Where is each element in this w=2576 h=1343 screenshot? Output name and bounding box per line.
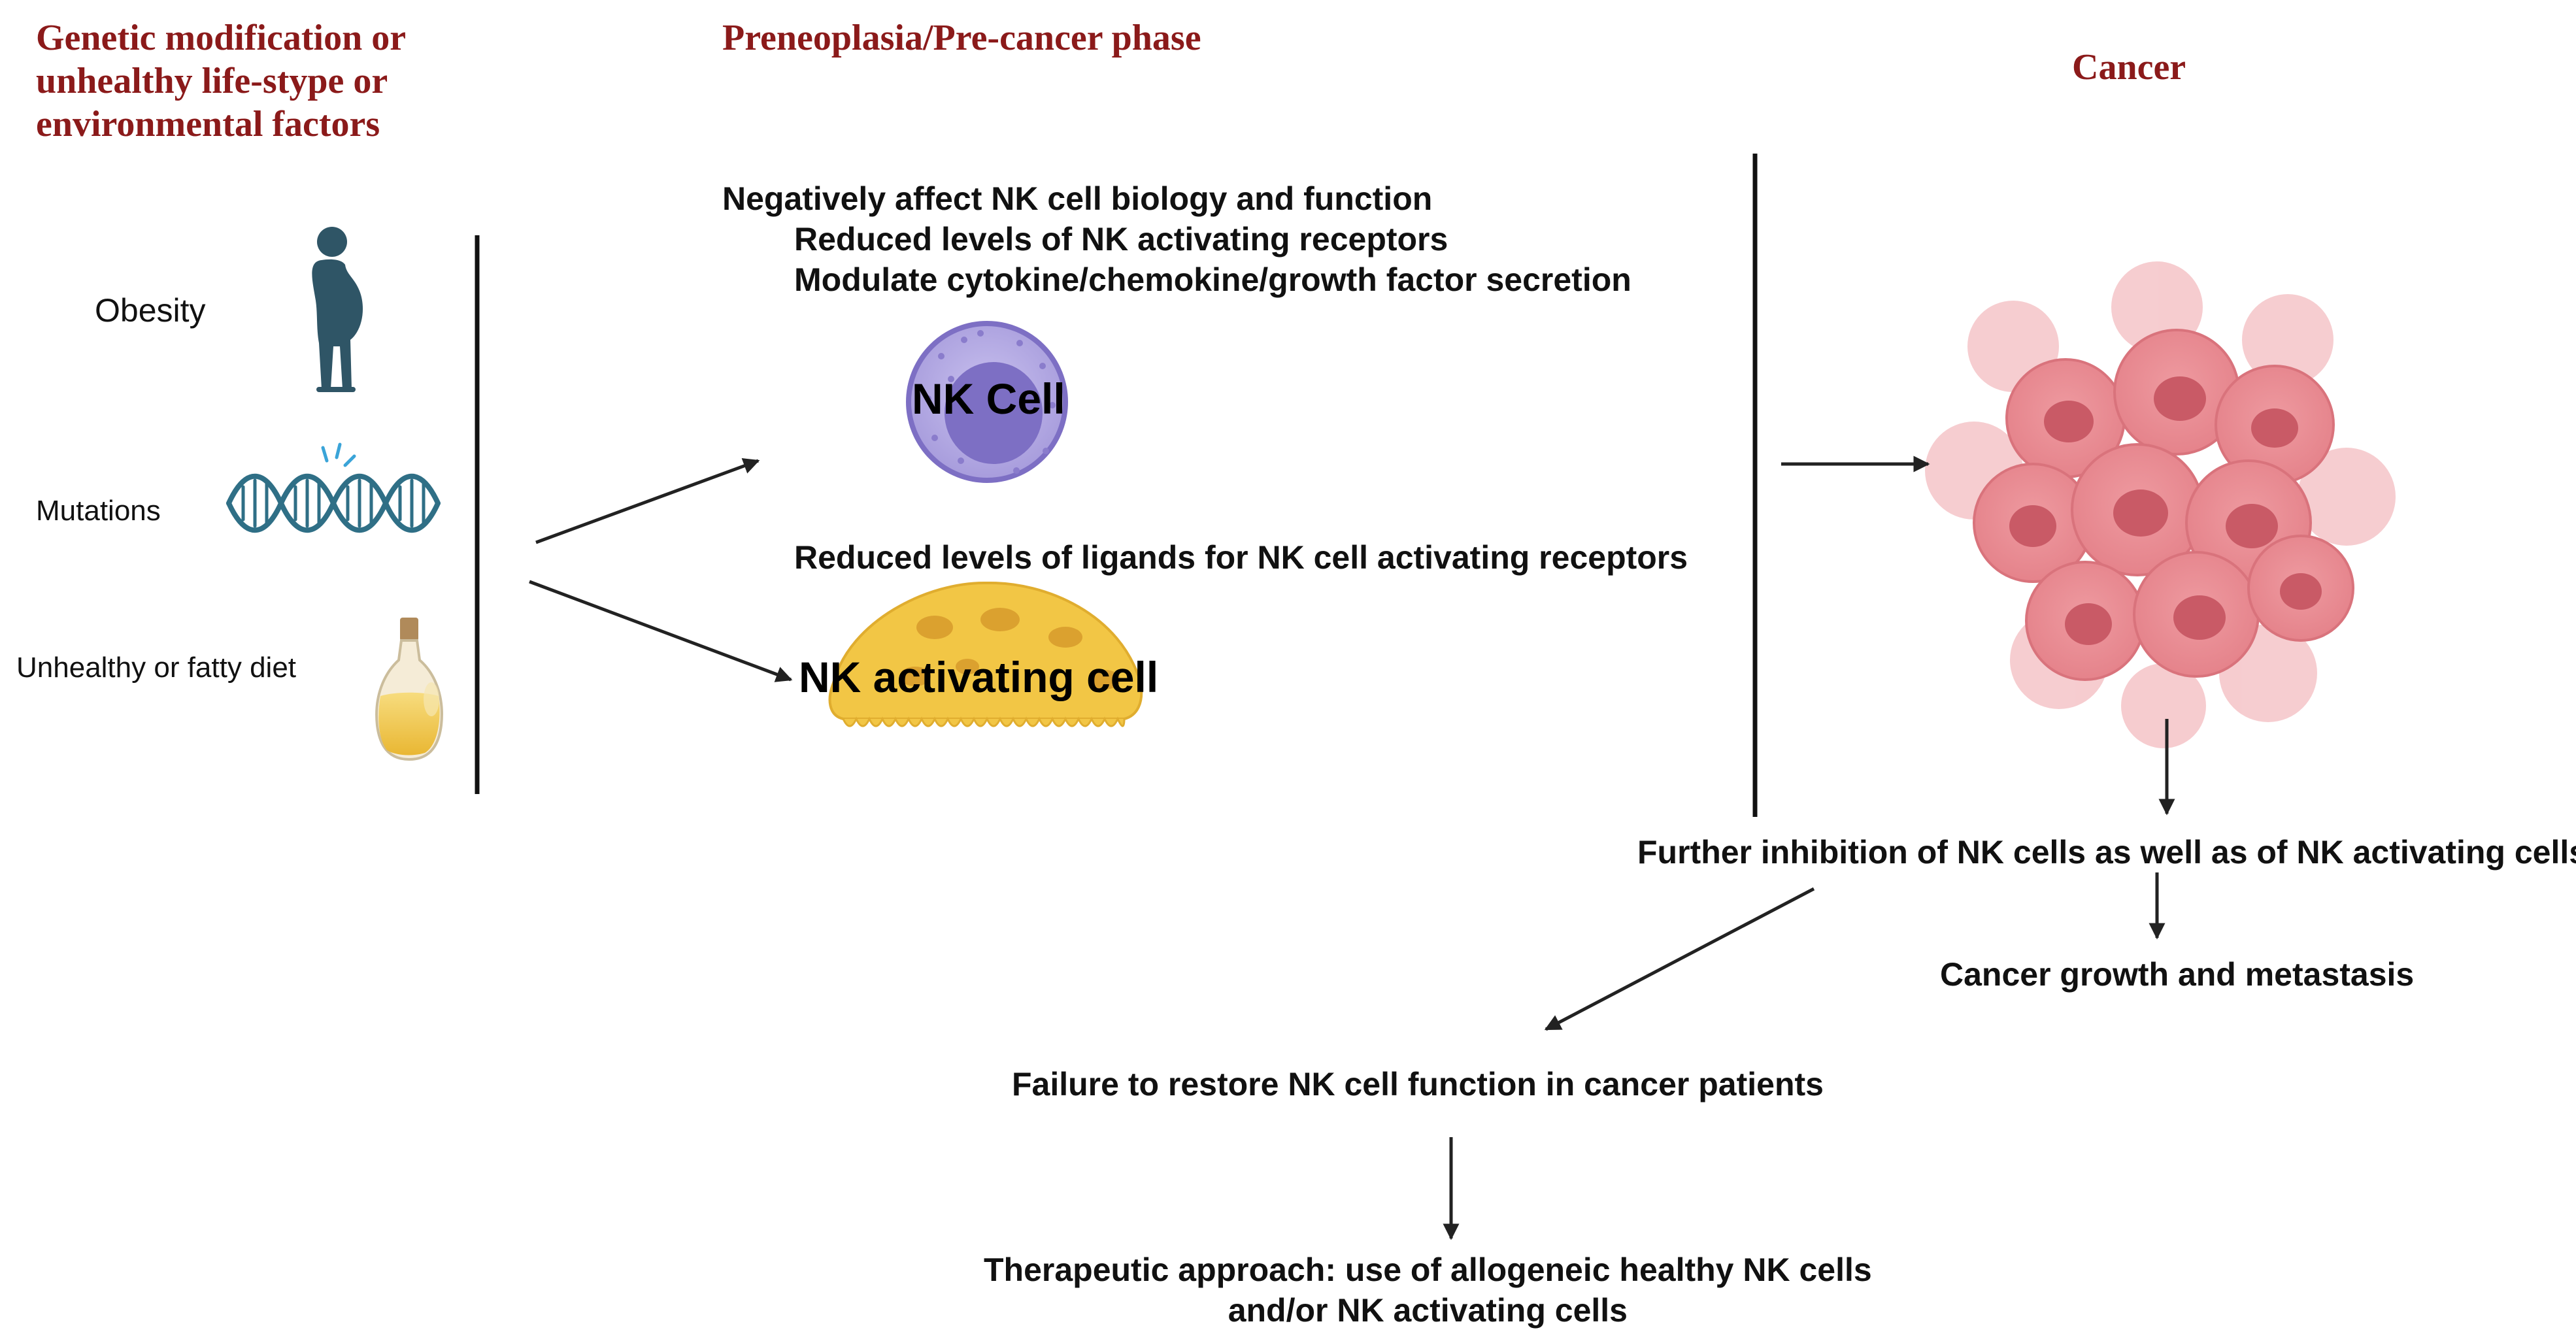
label-diet: Unhealthy or fatty diet [16,652,297,684]
obese-person-icon [312,227,363,392]
nk-activating-cell-label: NK activating cell [799,653,1159,701]
header-risk-factors: Genetic modification or unhealthy life-s… [36,16,406,146]
failure-text: Failure to restore NK cell function in c… [1012,1066,1824,1103]
arrow-to-nk-cell [535,458,760,544]
header-cancer: Cancer [2072,47,2186,88]
precancer-effect-title: Negatively affect NK cell biology and fu… [722,180,1433,217]
label-obesity: Obesity [95,292,206,329]
arrow-to-activating-cell [529,580,793,682]
header-risk-line-3: environmental factors [36,104,380,144]
tumor-cluster-icon [1925,261,2396,748]
therapy-line-1: Therapeutic approach: use of allogeneic … [984,1252,1872,1288]
label-mutations: Mutations [36,495,161,527]
header-risk-line-2: unhealthy life-stype or [36,61,388,101]
cancer-growth-text: Cancer growth and metastasis [1940,956,2415,993]
arrows [529,456,2175,1240]
dna-icon [226,442,441,533]
therapy-text: Therapeutic approach: use of allogeneic … [984,1250,1872,1331]
further-inhibition-text: Further inhibition of NK cells as well a… [1637,834,2576,870]
oil-bottle-icon [375,618,443,761]
precancer-effect-item-1: Reduced levels of NK activating receptor… [794,221,1448,257]
nk-activating-cell-illustration [828,581,1143,727]
arrow-to-failure [1544,887,1815,1031]
precancer-effect-item-2: Modulate cytokine/chemokine/growth facto… [794,261,1631,298]
header-risk-line-1: Genetic modification or [36,18,407,58]
header-precancer: Preneoplasia/Pre-cancer phase [722,18,1201,58]
nk-cell-illustration [906,321,1068,483]
precancer-ligand-text: Reduced levels of ligands for NK cell ac… [794,539,1688,576]
therapy-line-2: and/or NK activating cells [1228,1292,1628,1329]
nk-cell-label: NK Cell [912,374,1065,423]
